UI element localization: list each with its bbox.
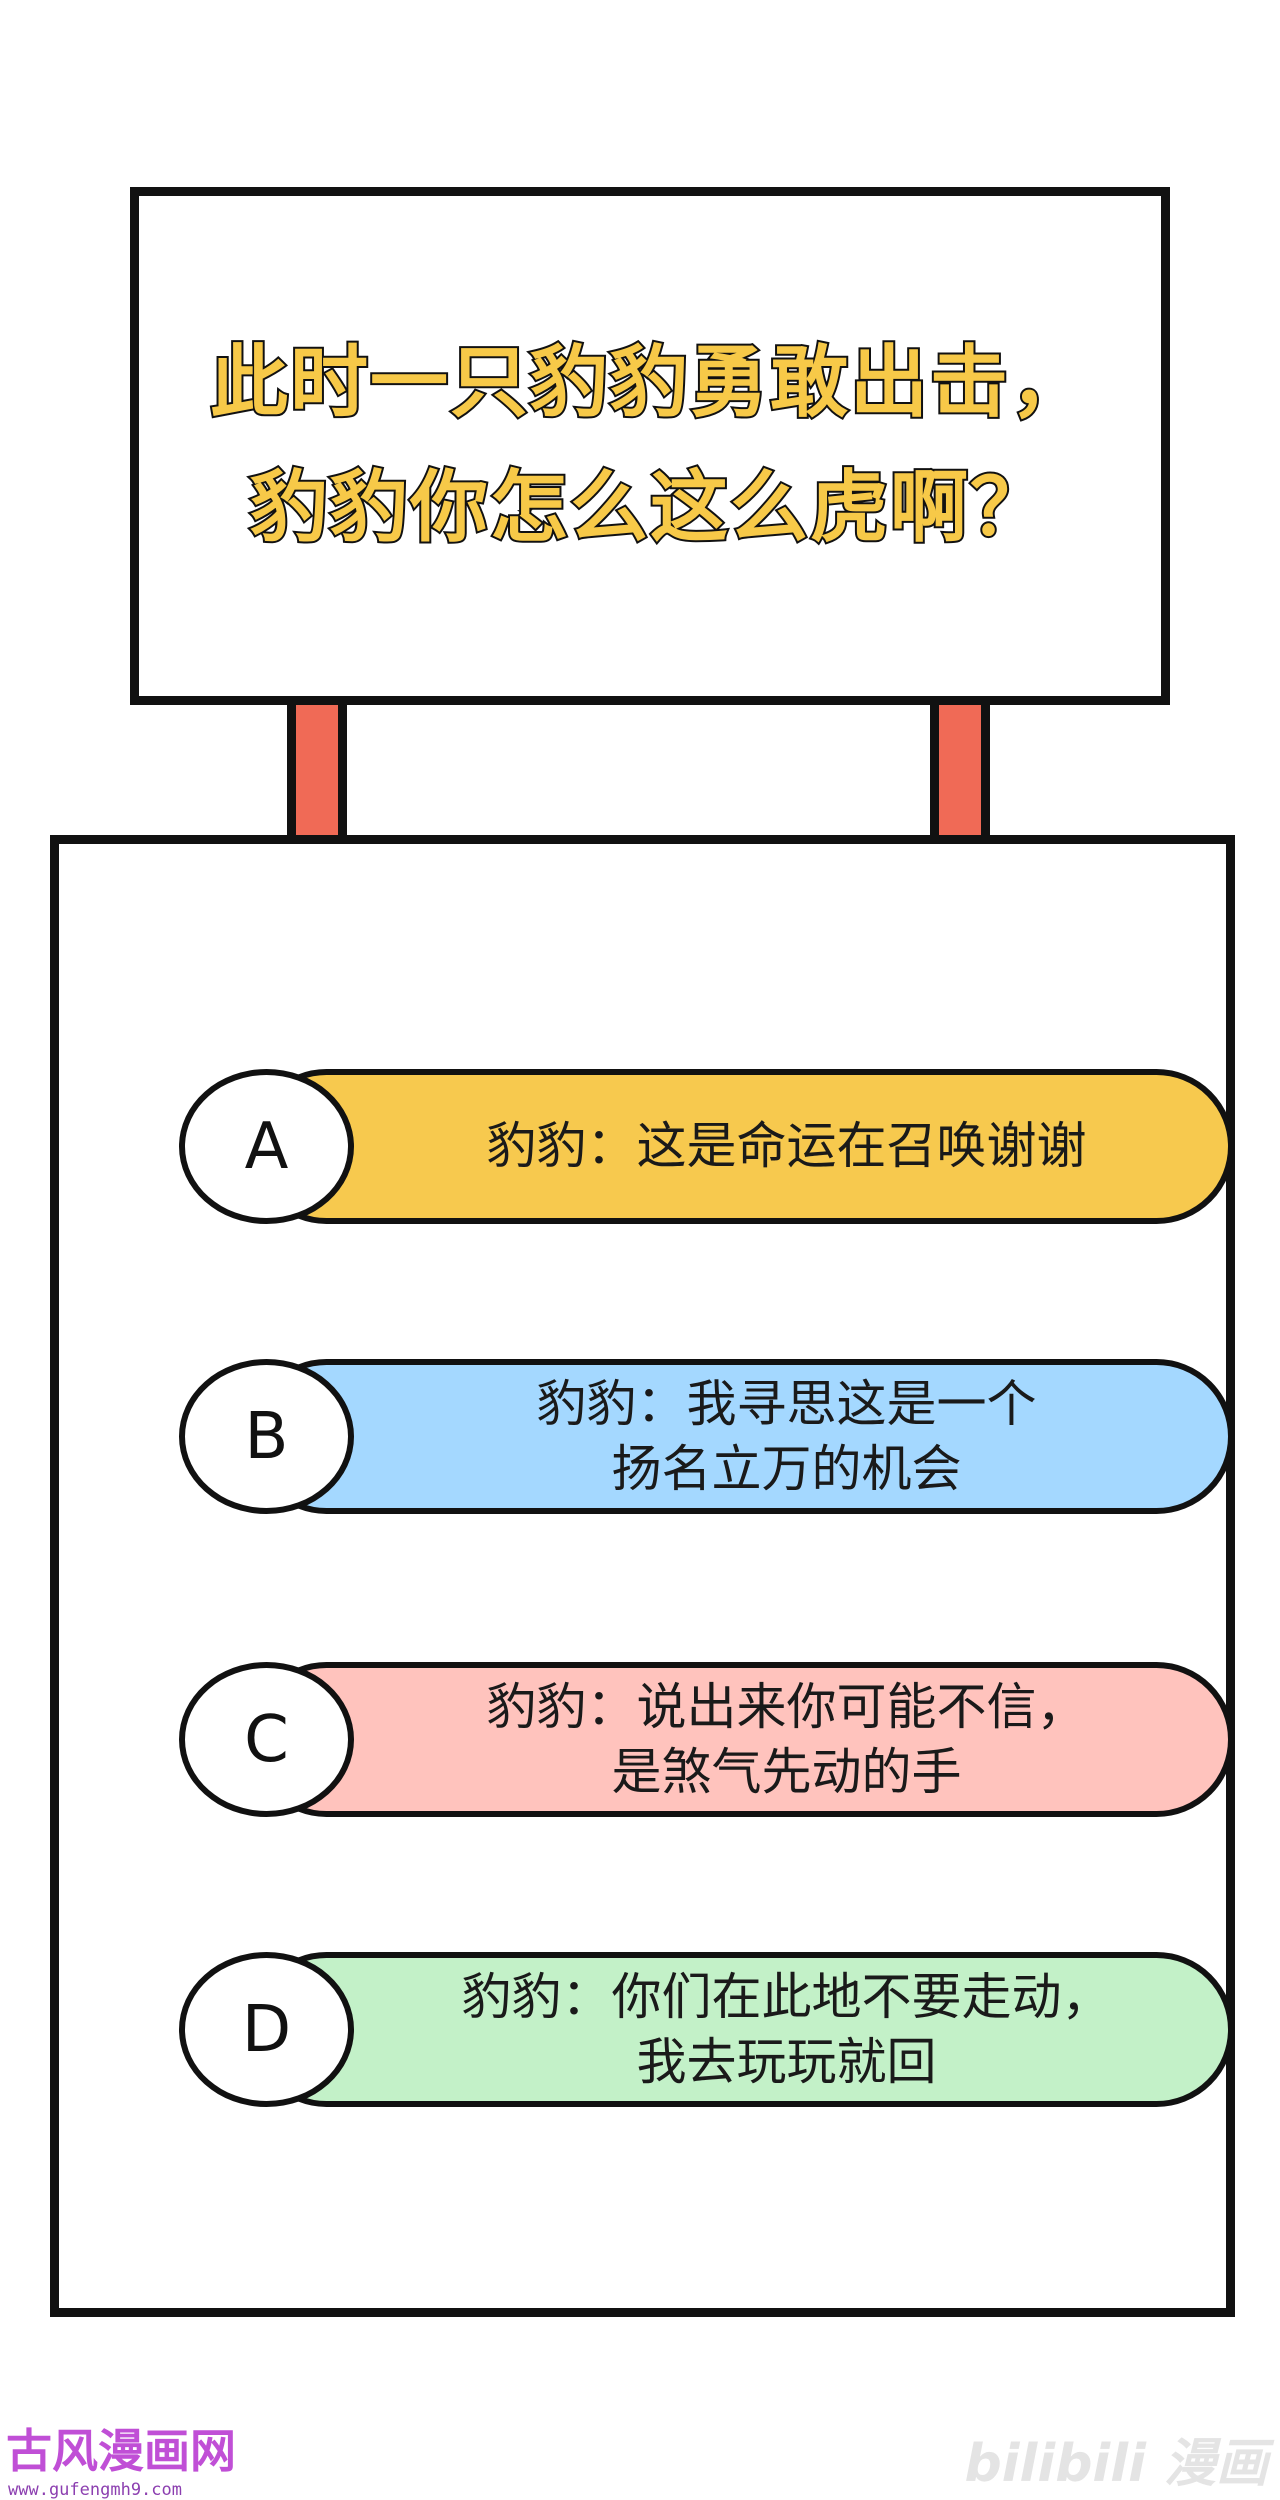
sign-post-right — [930, 705, 990, 840]
option-a-text[interactable]: 豹豹：这是命运在召唤谢谢 — [249, 1069, 1234, 1224]
option-a[interactable]: 豹豹：这是命运在召唤谢谢 A — [179, 1069, 1234, 1224]
question-line-2: 豹豹你怎么这么虎啊？ — [248, 461, 1050, 555]
bilibili-manga-logo: bilibili 漫画 — [964, 2434, 1269, 2494]
gufeng-logo: 古风漫画网 — [6, 2424, 236, 2478]
option-b-badge[interactable]: B — [179, 1359, 354, 1514]
gufeng-url: www.gufengmh9.com — [8, 2480, 182, 2500]
sign-post-left — [287, 705, 347, 840]
option-a-badge[interactable]: A — [179, 1069, 354, 1224]
option-d-badge[interactable]: D — [179, 1952, 354, 2107]
option-b[interactable]: 豹豹：我寻思这是一个 扬名立万的机会 B — [179, 1359, 1234, 1514]
question-sign: 此时一只豹豹勇敢出击， 豹豹你怎么这么虎啊？ — [130, 187, 1170, 705]
option-d-text[interactable]: 豹豹：你们在此地不要走动， 我去玩玩就回 — [249, 1952, 1234, 2107]
option-c-badge[interactable]: C — [179, 1662, 354, 1817]
option-b-text[interactable]: 豹豹：我寻思这是一个 扬名立万的机会 — [249, 1359, 1234, 1514]
question-line-1: 此时一只豹豹勇敢出击， — [208, 336, 1090, 430]
option-d[interactable]: 豹豹：你们在此地不要走动， 我去玩玩就回 D — [179, 1952, 1234, 2107]
option-c[interactable]: 豹豹：说出来你可能不信， 是煞气先动的手 C — [179, 1662, 1234, 1817]
answer-board: 豹豹：这是命运在召唤谢谢 A 豹豹：我寻思这是一个 扬名立万的机会 B 豹豹：说… — [50, 835, 1235, 2317]
option-c-text[interactable]: 豹豹：说出来你可能不信， 是煞气先动的手 — [249, 1662, 1234, 1817]
